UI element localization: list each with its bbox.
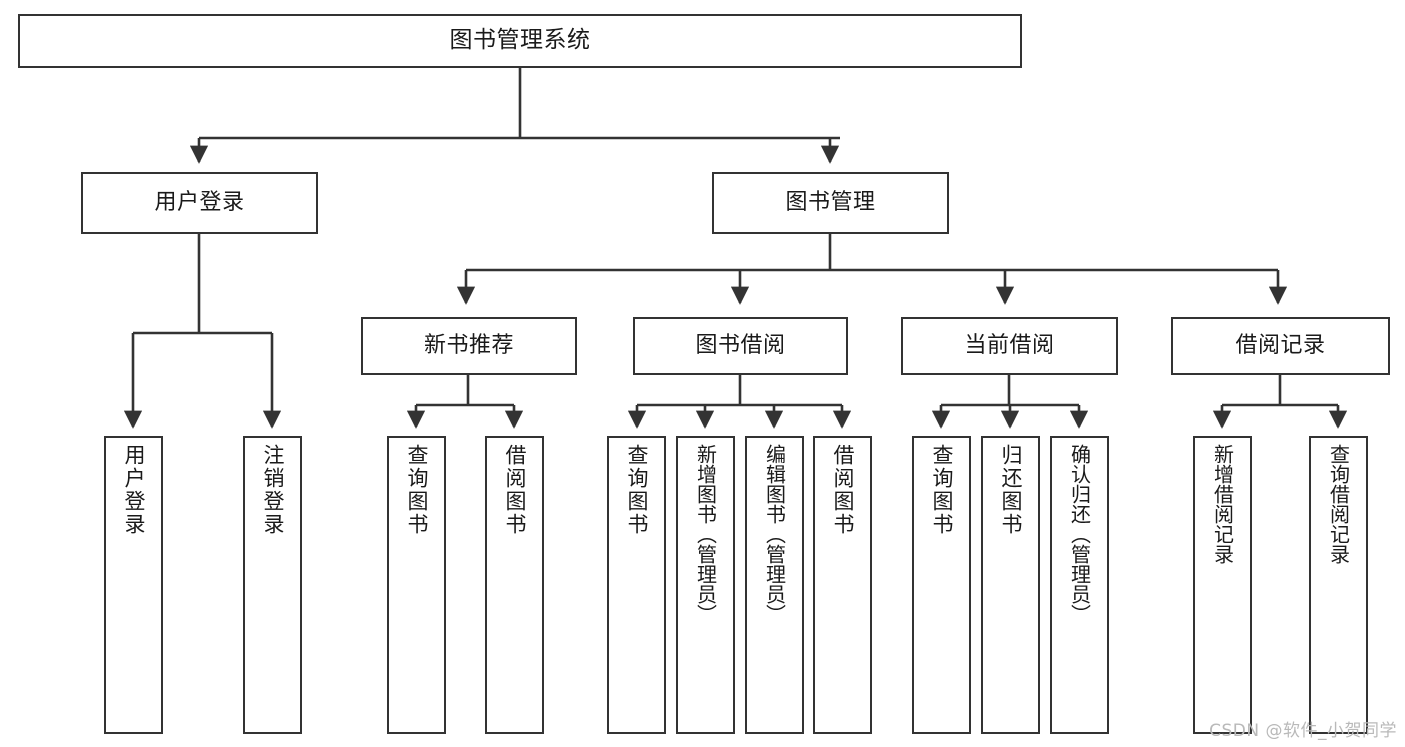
leaf-query-book-borrow[interactable]: 查询图书 <box>607 436 666 734</box>
leaf-query-borrow-record[interactable]: 查询借阅记录 <box>1309 436 1368 734</box>
leaf-confirm-return[interactable]: 确认归还（管理员） <box>1050 436 1109 734</box>
leaf-query-book-current[interactable]: 查询图书 <box>912 436 971 734</box>
node-borrow-record[interactable]: 借阅记录 <box>1171 317 1390 375</box>
node-label: 新书推荐 <box>423 333 514 359</box>
node-root-system[interactable]: 图书管理系统 <box>18 14 1022 68</box>
leaf-edit-book[interactable]: 编辑图书（管理员） <box>745 436 804 734</box>
node-label: 查询图书 <box>625 444 649 536</box>
node-label: 查询借阅记录 <box>1326 444 1351 564</box>
node-label: 新增借阅记录 <box>1210 444 1235 564</box>
node-label: 图书管理系统 <box>449 27 591 54</box>
node-new-book-recommend[interactable]: 新书推荐 <box>361 317 577 375</box>
node-book-manage[interactable]: 图书管理 <box>712 172 949 234</box>
leaf-return-book[interactable]: 归还图书 <box>981 436 1040 734</box>
node-label: 归还图书 <box>999 444 1023 536</box>
node-label: 图书借阅 <box>695 333 786 359</box>
leaf-user-login[interactable]: 用户登录 <box>104 436 163 734</box>
node-current-borrow[interactable]: 当前借阅 <box>901 317 1118 375</box>
leaf-logout-login[interactable]: 注销登录 <box>243 436 302 734</box>
node-label: 用户登录 <box>122 444 146 536</box>
node-label: 注销登录 <box>261 444 285 536</box>
node-label: 查询图书 <box>930 444 954 536</box>
node-label: 当前借阅 <box>964 333 1055 359</box>
node-label: 查询图书 <box>405 444 429 536</box>
leaf-query-book-recommend[interactable]: 查询图书 <box>387 436 446 734</box>
leaf-borrow-book[interactable]: 借阅图书 <box>813 436 872 734</box>
node-label: 借阅图书 <box>503 444 527 536</box>
leaf-add-borrow-record[interactable]: 新增借阅记录 <box>1193 436 1252 734</box>
node-label: 借阅图书 <box>831 444 855 536</box>
leaf-add-book[interactable]: 新增图书（管理员） <box>676 436 735 734</box>
node-label: 新增图书（管理员） <box>693 444 718 624</box>
node-label: 借阅记录 <box>1235 333 1326 359</box>
node-user-login[interactable]: 用户登录 <box>81 172 318 234</box>
node-label: 确认归还（管理员） <box>1067 444 1092 624</box>
node-label: 图书管理 <box>785 190 876 216</box>
leaf-borrow-book-recommend[interactable]: 借阅图书 <box>485 436 544 734</box>
node-label: 用户登录 <box>154 190 245 216</box>
node-book-borrow[interactable]: 图书借阅 <box>633 317 848 375</box>
node-label: 编辑图书（管理员） <box>762 444 787 624</box>
